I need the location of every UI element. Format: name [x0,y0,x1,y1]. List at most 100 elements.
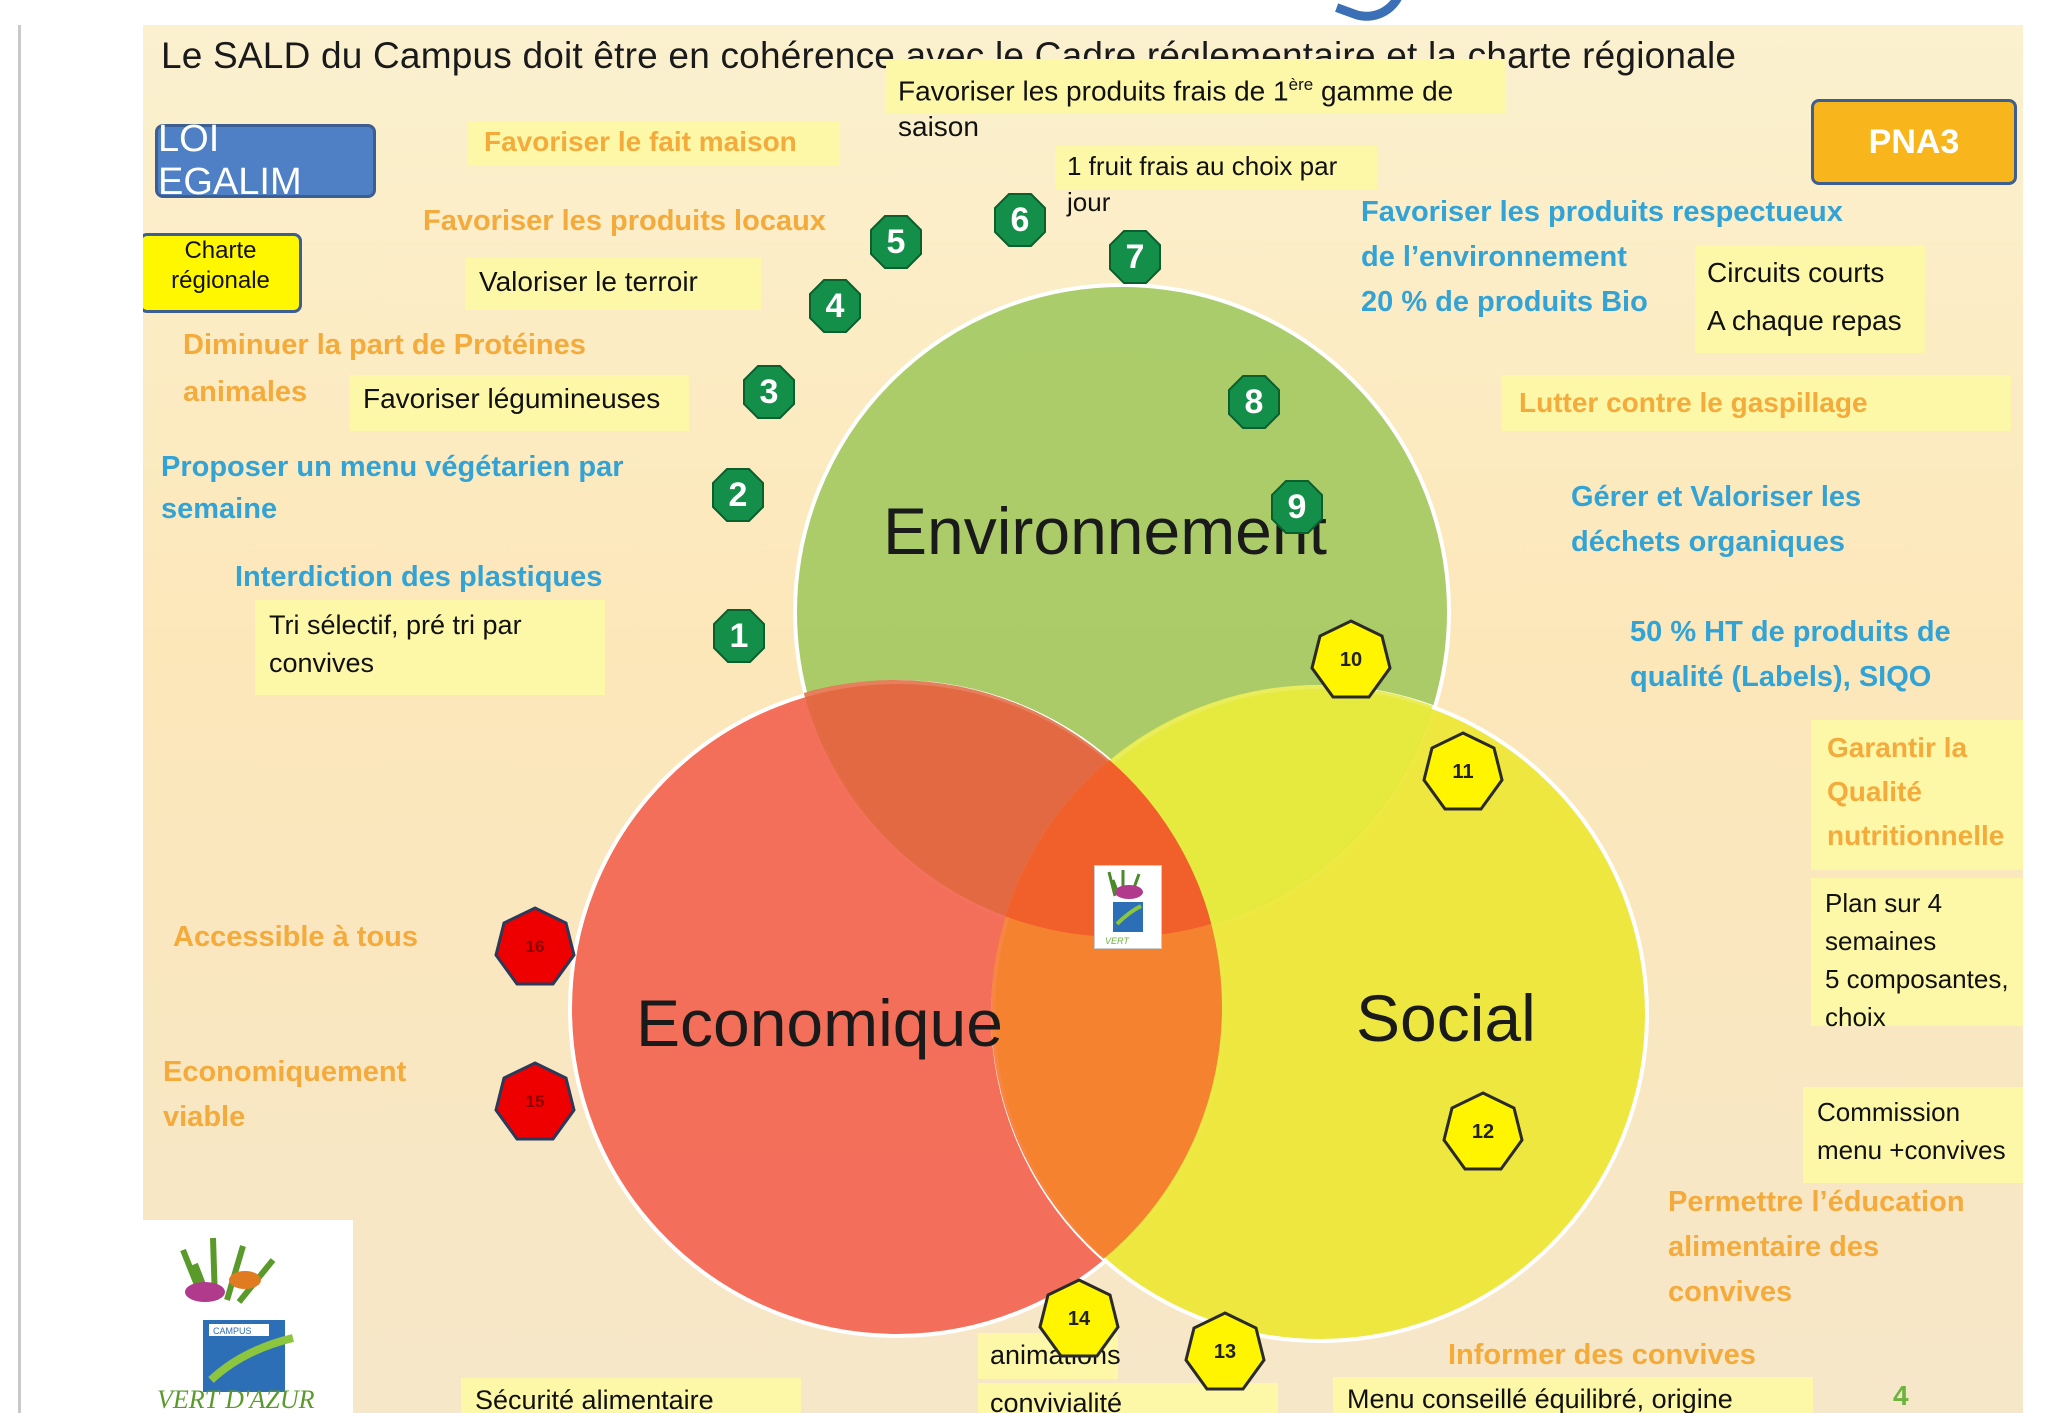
charte-regionale-button[interactable]: Charte régionale [143,233,302,313]
informer-label: Informer des convives [1448,1339,1756,1371]
proteines-line1: Diminuer la part de Protéines [183,329,586,361]
badge-5: 5 [870,215,922,269]
badge-2: 2 [712,468,764,522]
heptagon-yellow-icon [1310,619,1392,699]
octagon-green-icon [870,215,922,269]
legumineuses-text: Favoriser légumineuses [363,383,661,414]
campus-vert-azur-logo: CAMPUS VERT D'AZUR [143,1220,353,1413]
plan-line1: Plan sur 4 semaines [1825,888,1943,956]
qualite-box: Garantir la Qualité nutritionnelle [1811,720,2023,870]
badge-8: 8 [1228,375,1280,429]
menu-conseille-box: Menu conseillé équilibré, origine [1333,1377,1813,1413]
badge-7: 7 [1109,230,1161,284]
gaspillage-text: Lutter contre le gaspillage [1519,387,1868,418]
plastiques-label: Interdiction des plastiques [235,561,603,593]
menu-conseille-text: Menu conseillé équilibré, origine [1347,1384,1733,1413]
plan-line3: choix [1825,1002,1886,1032]
badge-14: 14 [1037,1277,1121,1361]
tri-line2: convives [269,648,375,678]
dechets-line2: déchets organiques [1571,526,1845,558]
heptagon-red-icon [494,1061,576,1141]
produits-frais-sup: ère [1288,75,1314,94]
ht-line2: qualité (Labels), SIQO [1630,661,1932,693]
commission-box: Commission menu +convives [1803,1087,2023,1183]
svg-text:VERT: VERT [1105,936,1130,946]
produits-locaux-label: Favoriser les produits locaux [423,205,826,237]
octagon-green-icon [713,609,765,663]
octagon-green-icon [743,365,795,419]
badge-9: 9 [1271,480,1323,534]
qualite-line2: Qualité [1827,776,1922,807]
fruit-text: 1 fruit frais au choix par jour [1067,151,1338,217]
bio-label: 20 % de produits Bio [1361,286,1648,318]
badge-12: 12 [1441,1090,1525,1174]
octagon-green-icon [1271,480,1323,534]
social-label: Social [1356,981,1536,1055]
octagon-green-icon [712,468,764,522]
loi-egalim-button[interactable]: LOI EGALIM [155,118,376,203]
commission-line1: Commission [1817,1097,1961,1127]
vegetarien-line1: Proposer un menu végétarien par [161,451,624,483]
charte-regionale-label: Charte régionale [171,237,270,294]
eco-viable-line1: Economiquement [163,1056,407,1088]
circuits-text: Circuits courts [1707,257,1885,288]
badge-3: 3 [743,365,795,419]
tri-line1: Tri sélectif, pré tri par [269,610,522,640]
terroir-text: Valoriser le terroir [479,266,698,297]
badge-1: 1 [713,609,765,663]
chaque-repas-text: A chaque repas [1707,305,1902,336]
badge-6: 6 [994,193,1046,247]
dechets-line1: Gérer et Valoriser les [1571,481,1862,513]
respectueux-line2: de l’environnement [1361,241,1627,273]
badge-13: 13 [1183,1310,1267,1394]
securite-box: Sécurité alimentaire [461,1378,801,1413]
badge-4: 4 [809,279,861,333]
social-circle [991,685,1649,1343]
campus-logo-icon: VERT [1105,870,1143,946]
vegetarien-line2: semaine [161,493,278,525]
octagon-green-icon [1228,375,1280,429]
badge-15: 15 [493,1060,577,1144]
logo-vert-azur-text: VERT D'AZUR [157,1385,315,1413]
heptagon-yellow-icon [1184,1311,1266,1391]
ht-line1: 50 % HT de produits de [1630,616,1951,648]
produits-frais-prefix: Favoriser les produits frais de 1 [898,75,1289,107]
heptagon-yellow-icon [1422,731,1504,811]
economique-label: Economique [636,986,1003,1060]
convivialite-text: convivialité [990,1388,1123,1413]
octagon-green-icon [1109,230,1161,284]
heptagon-yellow-icon [1038,1278,1120,1358]
commission-line2: menu +convives [1817,1135,2006,1165]
small-number-four: 4 [1893,1380,1909,1411]
qualite-line1: Garantir la [1827,732,1968,763]
badge-16: 16 [493,905,577,989]
education-line1: Permettre l’éducation [1668,1186,1965,1218]
circuits-box: Circuits courts A chaque repas [1695,245,1925,353]
logo-campus-text: CAMPUS [213,1326,252,1336]
heptagon-yellow-icon [1442,1091,1524,1171]
produits-frais-suffix: gamme de saison [898,75,1454,143]
education-line2: alimentaire des [1668,1231,1880,1263]
environnement-label: Environnement [883,494,1327,568]
badge-11: 11 [1421,730,1505,814]
education-line3: convives [1668,1276,1793,1308]
pna3-button[interactable]: PNA3 [1811,99,2017,185]
terroir-box: Valoriser le terroir [465,258,761,310]
tri-box: Tri sélectif, pré tri par convives [255,600,605,695]
badge-10: 10 [1309,618,1393,702]
fait-maison-text: Favoriser le fait maison [484,126,797,157]
center-logo: VERT [1094,865,1162,949]
heptagon-red-icon [494,906,576,986]
gaspillage-box: Lutter contre le gaspillage [1501,375,2011,431]
left-divider [18,25,21,1413]
plan-line2: 5 composantes, [1825,964,2009,994]
eco-viable-line2: viable [163,1101,246,1133]
fait-maison-box: Favoriser le fait maison [468,122,840,166]
respectueux-line1: Favoriser les produits respectueux [1361,196,1843,228]
plan-box: Plan sur 4 semaines 5 composantes, choix [1811,878,2023,1032]
securite-text: Sécurité alimentaire [475,1385,714,1413]
fruit-box: 1 fruit frais au choix par jour [1055,146,1377,217]
octagon-green-icon [994,193,1046,247]
qualite-line3: nutritionnelle [1827,820,2005,851]
